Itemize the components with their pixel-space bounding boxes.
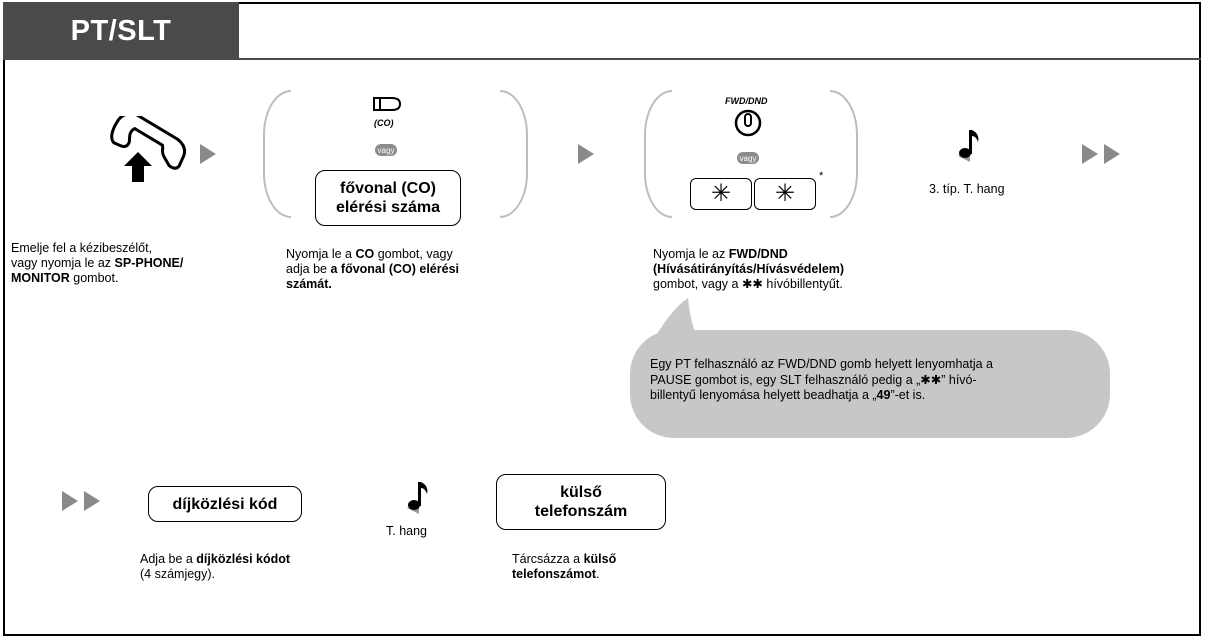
handset-lift-icon: [110, 116, 187, 182]
key-label: díjközlési kód: [172, 495, 278, 513]
or-badge: vagy: [375, 144, 397, 156]
account-code-key: díjközlési kód: [148, 486, 302, 522]
flow-arrow: [1104, 144, 1120, 164]
key-line-1: fővonal (CO): [340, 180, 436, 197]
note-bubble: [630, 330, 1110, 438]
note-text: Egy PT felhasználó az FWD/DND gomb helye…: [650, 357, 993, 402]
step1-caption: Emelje fel a kézibeszélőt,vagy nyomja le…: [11, 241, 184, 285]
header-rule: [3, 58, 1201, 60]
account-code-caption: Adja be a díjközlési kódot(4 számjegy).: [140, 552, 291, 581]
flow-arrow: [200, 144, 216, 164]
music-note-icon: [407, 482, 428, 514]
key-line-2: telefonszám: [534, 503, 628, 520]
star-key: ✳: [690, 178, 752, 210]
or-badge: vagy: [737, 152, 759, 164]
diagram-frame: [3, 2, 1201, 636]
co-label: (CO): [374, 118, 394, 128]
footnote-asterisk: *: [819, 170, 824, 182]
header-title: PT/SLT: [3, 2, 239, 60]
external-number-key: külső telefonszám: [496, 474, 666, 530]
fwd-dnd-button-icon: [734, 109, 762, 137]
group-paren-left: [644, 90, 672, 218]
fwd-dnd-label: FWD/DND: [725, 96, 768, 106]
music-note-icon: [958, 130, 979, 162]
co-access-number-key: fővonal (CO) elérési száma: [315, 170, 461, 226]
flow-arrow: [578, 144, 594, 164]
step3-caption: Nyomja le az FWD/DND(Hívásátirányítás/Hí…: [653, 247, 845, 291]
co-button-icon: [373, 97, 402, 111]
flow-arrow: [62, 491, 78, 511]
key-line-2: elérési száma: [335, 199, 441, 216]
group-paren-left: [263, 90, 291, 218]
tone-label: 3. típ. T. hang: [929, 182, 1005, 196]
flow-arrow: [84, 491, 100, 511]
star-key: ✳: [754, 178, 816, 210]
flow-arrow: [1082, 144, 1098, 164]
tone-label: T. hang: [386, 524, 428, 538]
key-line-1: külső: [560, 484, 602, 501]
